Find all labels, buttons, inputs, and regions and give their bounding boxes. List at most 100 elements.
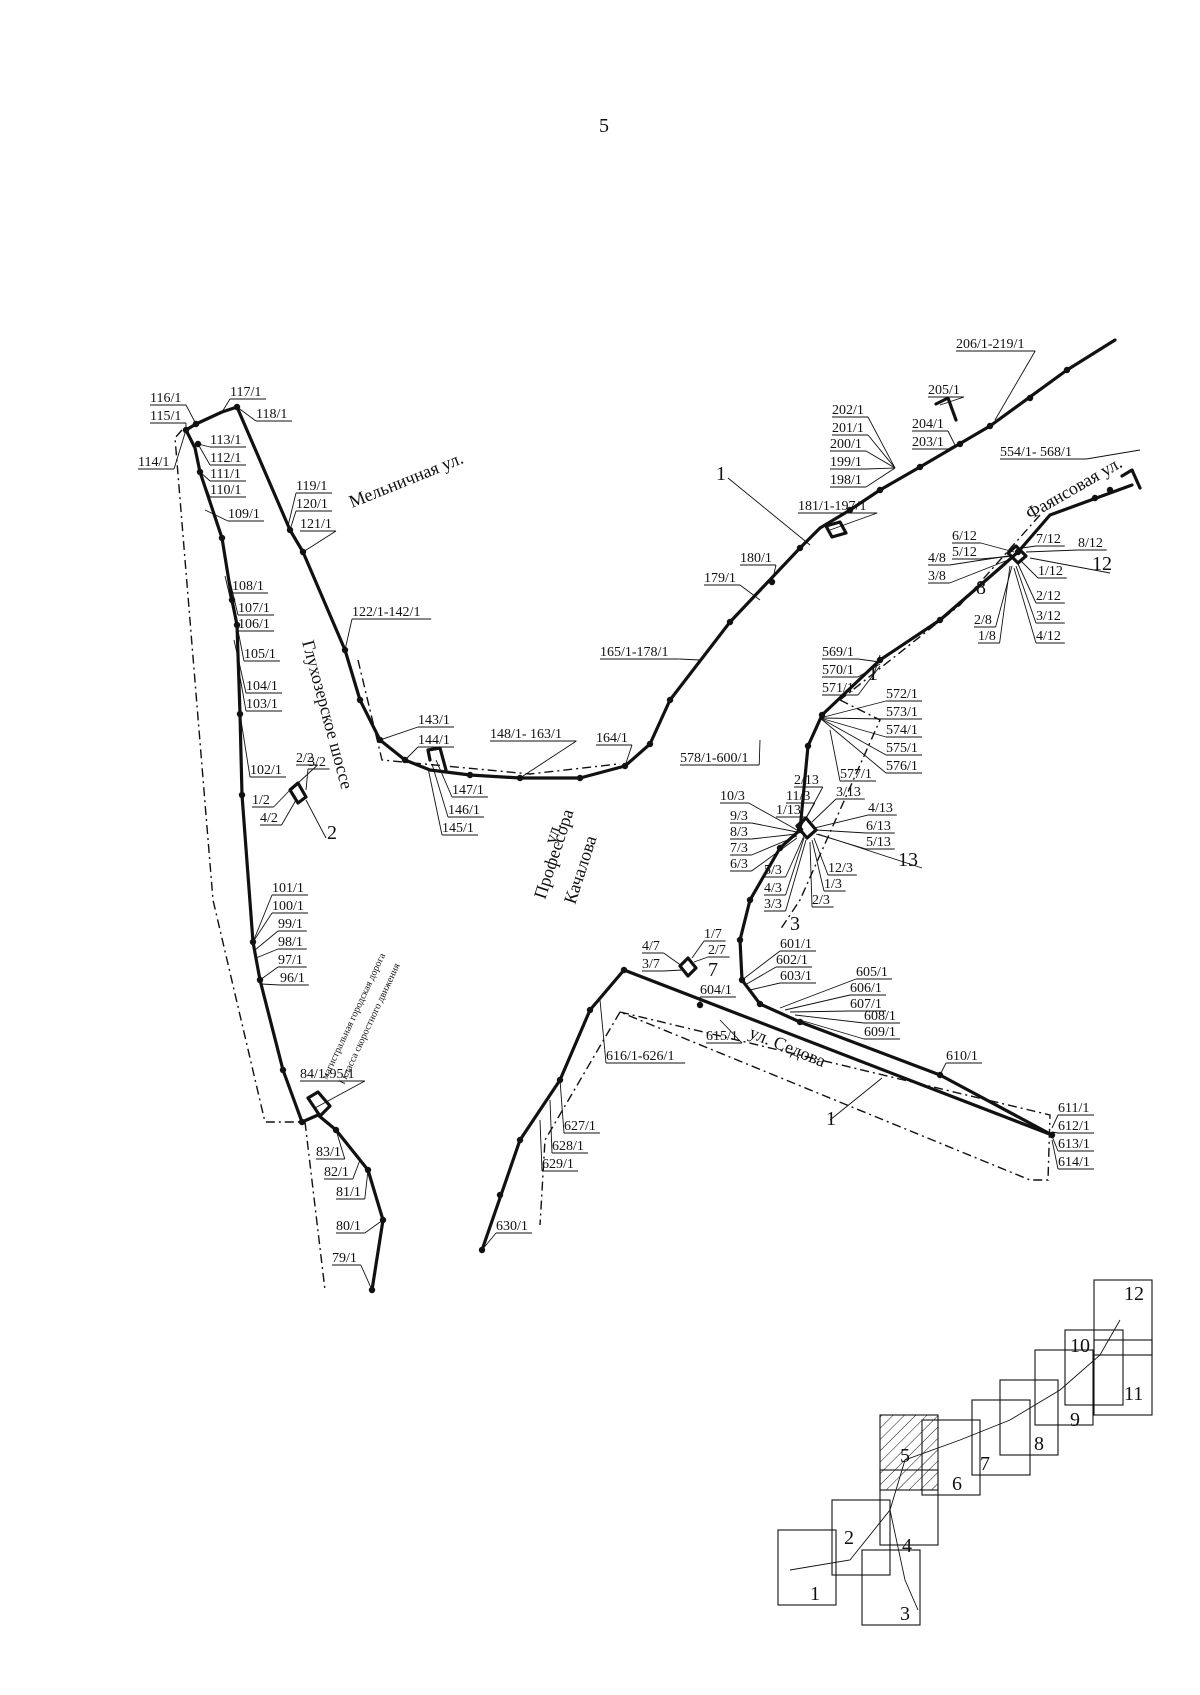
- label-leader: [799, 1019, 865, 1040]
- point-label: 98/1: [278, 935, 303, 950]
- point-label: 103/1: [246, 697, 278, 712]
- point-label: 602/1: [776, 953, 808, 968]
- label-leader: [949, 555, 1009, 566]
- label-leader: [663, 952, 683, 967]
- point-label: 108/1: [232, 579, 264, 594]
- point-label: 100/1: [272, 899, 304, 914]
- label-leader: [305, 768, 309, 791]
- label-leader: [204, 509, 229, 522]
- label-leader: [1051, 1135, 1059, 1152]
- point-label: 112/1: [210, 451, 241, 466]
- point-label: 3/2: [308, 755, 326, 770]
- network-node: [576, 774, 584, 782]
- network-node: [279, 1066, 287, 1074]
- switch-loop-147: [426, 746, 448, 772]
- network-node: [1063, 366, 1071, 374]
- point-label: 8/12: [1078, 536, 1103, 551]
- label-leader: [829, 512, 878, 531]
- point-label: 118/1: [256, 407, 287, 422]
- point-label: 12/3: [828, 861, 853, 876]
- key-map-sheet-frame: [831, 1499, 891, 1576]
- point-label: 106/1: [238, 617, 270, 632]
- label-leader: [404, 746, 419, 761]
- label-leader: [435, 759, 453, 798]
- network-nodes: [182, 366, 1114, 1294]
- substation-2-symbol: [288, 781, 308, 805]
- point-label: 99/1: [278, 917, 303, 932]
- point-label: 7/3: [730, 841, 748, 856]
- label-leader: [751, 835, 798, 856]
- point-label: 575/1: [886, 741, 918, 756]
- label-leader: [751, 822, 798, 833]
- label-leader: [314, 1080, 366, 1109]
- label-leader: [197, 443, 211, 448]
- label-leader: [785, 839, 807, 912]
- network-node: [586, 1006, 594, 1014]
- street-melnichnaya: Мельничная ул.: [346, 448, 466, 512]
- point-labels: 116/1115/1117/1118/1114/1113/1112/1111/1…: [138, 337, 1141, 1291]
- point-label: 611/1: [1058, 1101, 1089, 1116]
- point-label: 110/1: [210, 483, 241, 498]
- point-label: 119/1: [296, 479, 327, 494]
- label-leader: [197, 443, 211, 466]
- point-label: 144/1: [418, 733, 450, 748]
- network-node: [466, 771, 474, 779]
- switch-loop-205: [934, 396, 958, 422]
- network-node: [876, 486, 884, 494]
- label-leader: [239, 713, 251, 778]
- point-label: 4/13: [868, 801, 893, 816]
- label-leader: [779, 978, 857, 1009]
- point-label: 601/1: [780, 937, 812, 952]
- point-label: 1/7: [704, 927, 722, 942]
- point-label: 105/1: [244, 647, 276, 662]
- point-label: 1/13: [776, 803, 801, 818]
- network-node: [746, 896, 754, 904]
- label-leader: [236, 406, 257, 422]
- key-map-sheet-number: 7: [980, 1453, 990, 1475]
- substation-numbers: 2 7 8 12 13: [305, 553, 1112, 981]
- label-leader: [1019, 559, 1039, 579]
- label-leader: [819, 717, 887, 774]
- point-label: 104/1: [246, 679, 278, 694]
- point-label: 114/1: [138, 455, 169, 470]
- label-leader: [379, 726, 419, 741]
- label-leader: [999, 565, 1011, 644]
- point-label: 180/1: [740, 551, 772, 566]
- point-label: 578/1-600/1: [680, 751, 748, 766]
- point-label: 113/1: [210, 433, 241, 448]
- network-node: [804, 742, 812, 750]
- point-label: 107/1: [238, 601, 270, 616]
- point-label: 10/3: [720, 789, 745, 804]
- key-map-sheet-number: 3: [900, 1603, 910, 1625]
- point-label: 3/8: [928, 569, 946, 584]
- network-node: [796, 544, 804, 552]
- point-label: 630/1: [496, 1219, 528, 1234]
- label-leader: [811, 798, 837, 823]
- label-leader: [995, 565, 1013, 628]
- point-label: 82/1: [324, 1165, 349, 1180]
- label-leader: [519, 740, 577, 779]
- point-label: 554/1- 568/1: [1000, 445, 1072, 460]
- point-label: 7/12: [1036, 532, 1061, 547]
- label-leader: [819, 717, 887, 720]
- label-leader: [481, 1232, 497, 1251]
- label-leader: [233, 639, 247, 694]
- point-label: 6/3: [730, 857, 748, 872]
- label-leader: [335, 1129, 346, 1160]
- network-node: [666, 696, 674, 704]
- label-leader: [252, 894, 273, 943]
- label-leader: [857, 658, 881, 663]
- network-number: 3: [790, 913, 800, 935]
- label-leader: [360, 1264, 373, 1291]
- label-leader: [679, 658, 701, 661]
- label-leader: [865, 450, 896, 469]
- network-node: [1091, 494, 1099, 502]
- label-leader: [236, 659, 247, 712]
- point-label: 203/1: [912, 435, 944, 450]
- point-label: 146/1: [448, 803, 480, 818]
- point-label: 164/1: [596, 731, 628, 746]
- label-leader: [252, 912, 273, 943]
